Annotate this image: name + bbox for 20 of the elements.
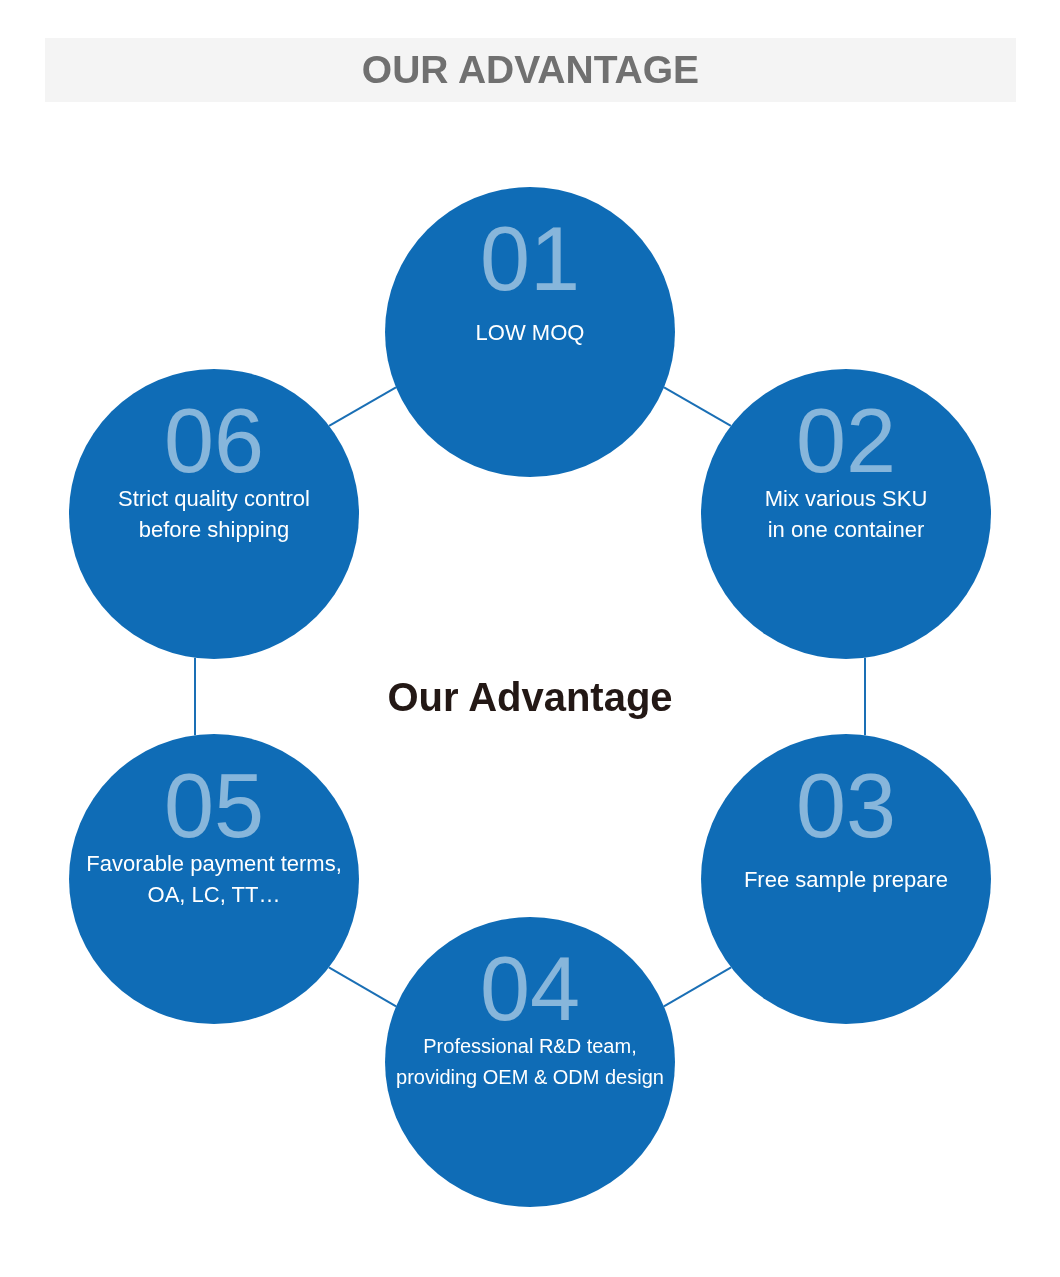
connector-line [327, 966, 398, 1008]
advantage-text: Mix various SKU in one container [763, 485, 929, 544]
step-number: 03 [795, 773, 897, 841]
advantage-text: Professional R&D team, providing OEM & ODM design [395, 1034, 665, 1090]
center-heading: Our Advantage [387, 674, 673, 720]
step-number: 01 [479, 226, 581, 294]
advantage-text: LOW MOQ [474, 318, 586, 347]
heading-text: OUR ADVANTAGE [361, 48, 700, 92]
step-number: 05 [163, 773, 265, 841]
advantage-text: Favorable payment terms, OA, LC, TT… [85, 850, 343, 909]
connector-line [663, 386, 732, 427]
connector-line [194, 656, 196, 737]
advantage-text: Strict quality control before shipping [117, 485, 311, 544]
step-number: 06 [163, 408, 265, 476]
connector-line [662, 966, 733, 1008]
step-number: 04 [479, 956, 581, 1024]
connector-line [864, 656, 866, 737]
advantage-text: Free sample prepare [742, 865, 950, 894]
step-number: 02 [795, 408, 897, 476]
connector-line [328, 386, 397, 427]
